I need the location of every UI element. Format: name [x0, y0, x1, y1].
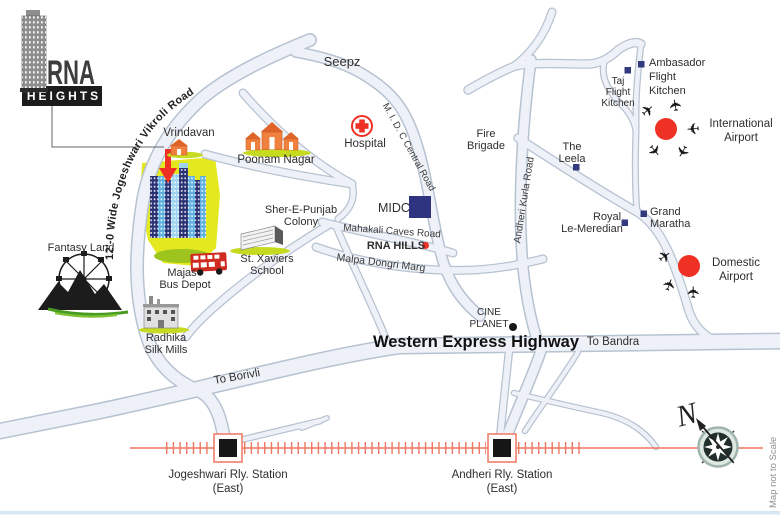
midc-block-marker — [409, 196, 431, 218]
international-airport-icon: ✈ ✈ ✈ ✈ ✈ — [638, 97, 701, 162]
fantasy-land-ferris-wheel-icon — [38, 251, 129, 318]
rna-heights-logo: HEIGHTS RNA — [20, 10, 177, 183]
plane-icon: ✈ — [638, 101, 659, 123]
the-leela-label-1: The — [563, 141, 582, 153]
hospital-cross-icon — [351, 115, 373, 137]
compass-rose-icon: N — [672, 396, 739, 468]
plane-icon: ✈ — [643, 141, 665, 162]
vrindavan-house-icon — [167, 139, 203, 159]
andheri-station-marker — [487, 433, 517, 463]
poonam-nagar-houses-icon — [243, 122, 311, 157]
the-leela-marker — [573, 164, 580, 171]
railway-line — [130, 433, 763, 463]
ambasador-marker — [638, 61, 645, 68]
midc-label: MIDC — [378, 201, 410, 215]
malpa-dongri-marg-label: Malpa Dongri Marg — [336, 252, 426, 275]
taj-label-2: Flight — [606, 87, 631, 98]
the-leela-label-2: Leela — [559, 153, 587, 165]
grand-maratha-label-1: Grand — [650, 206, 681, 218]
plane-icon: ✈ — [667, 97, 686, 113]
ambasador-label-3: Kitchen — [649, 85, 686, 97]
site-arrow-icon — [159, 149, 177, 183]
bottom-border — [0, 511, 780, 515]
vrindavan-label: Vrindavan — [163, 127, 214, 139]
taj-label-3: Kitchen — [601, 98, 634, 109]
fantasy-land-label: Fantasy Land — [48, 242, 115, 254]
radhika-label-1: Radhika — [146, 332, 187, 344]
sher-e-punjab-label-1: Sher-E-Punjab — [265, 204, 337, 216]
plane-icon: ✈ — [686, 285, 703, 298]
grand-maratha-marker — [640, 210, 647, 217]
rna-hills-dot — [422, 242, 429, 249]
royal-marker — [621, 219, 628, 226]
logo-connector-line — [51, 106, 164, 148]
taj-label-1: Taj — [612, 76, 625, 87]
majas-bus-icon — [190, 252, 228, 276]
andheri-station-label-1: Andheri Rly. Station — [452, 469, 553, 481]
majas-label-2: Bus Depot — [159, 279, 210, 291]
plane-icon: ✈ — [686, 118, 701, 136]
international-airport-label-2: Airport — [724, 132, 759, 144]
plane-icon: ✈ — [671, 141, 692, 161]
logo-tower-icon — [20, 10, 48, 93]
logo-tagline: HEIGHTS — [27, 89, 101, 103]
radhika-label-2: Silk Mills — [145, 344, 188, 356]
cine-planet-label-2: PLANET — [470, 319, 509, 330]
international-airport-label-1: International — [709, 118, 772, 130]
rna-heights-buildings — [150, 163, 206, 238]
jogeshwari-station-label-1: Jogeshwari Rly. Station — [168, 469, 287, 481]
majas-label-1: Majas — [167, 267, 197, 279]
logo-name: RNA — [47, 54, 95, 92]
fire-brigade-label-1: Fire — [477, 128, 496, 140]
radhika-silk-mills-icon — [139, 296, 189, 334]
hospital-label: Hospital — [344, 138, 386, 150]
st-xaviers-label-2: School — [250, 265, 284, 277]
sher-e-punjab-label-2: Colony — [284, 216, 319, 228]
royal-label-2: Le-Meredian — [561, 223, 623, 235]
jogeshwari-station-marker — [213, 433, 243, 463]
royal-label-1: Royal — [593, 211, 621, 223]
cine-planet-label-1: CINE — [477, 307, 501, 318]
grand-maratha-label-2: Maratha — [650, 218, 691, 230]
seepz-label: Seepz — [324, 54, 361, 69]
poonam-nagar-label: Poonam Nagar — [237, 154, 315, 166]
to-bandra-label: To Bandra — [587, 336, 640, 348]
map-scale-note: Map not to Scale — [768, 437, 779, 508]
domestic-airport-label-1: Domestic — [712, 257, 760, 269]
ambasador-label-2: Flight — [649, 71, 676, 83]
ambasador-label-1: Ambasador — [649, 57, 706, 69]
western-express-highway-label: Western Express Highway — [373, 333, 580, 351]
rna-hills-label: RNA HILLS — [367, 240, 425, 252]
plane-icon: ✈ — [660, 276, 681, 294]
fire-brigade-label-2: Brigade — [467, 140, 505, 152]
cine-planet-dot — [509, 323, 517, 331]
andheri-station-label-2: (East) — [487, 483, 518, 495]
jogeshwari-station-label-2: (East) — [213, 483, 244, 495]
st-xaviers-school-icon — [230, 225, 290, 255]
st-xaviers-label-1: St. Xaviers — [240, 253, 294, 265]
taj-marker — [624, 67, 631, 74]
domestic-airport-label-2: Airport — [719, 271, 754, 283]
compass-north-label: N — [672, 396, 703, 434]
